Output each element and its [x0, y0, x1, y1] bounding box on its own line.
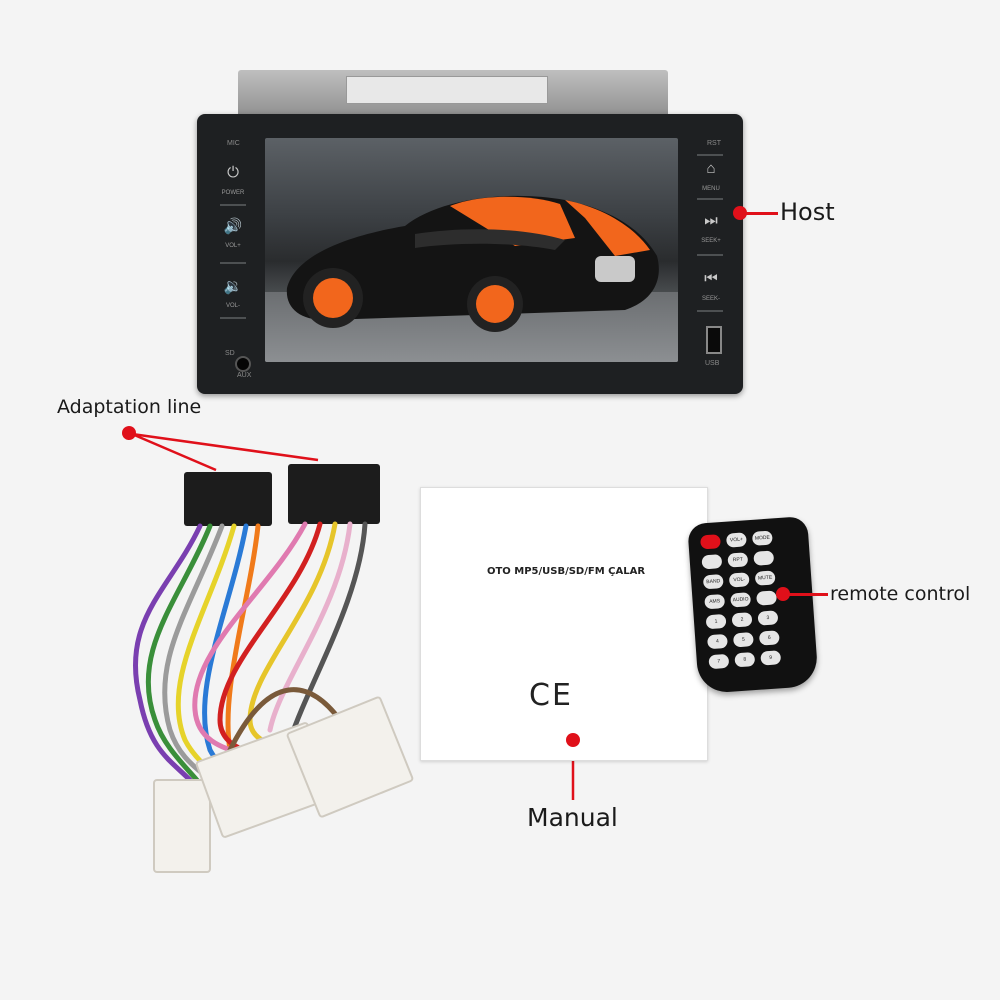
remote-control: VOL+ MODE RPT SEL BAND VOL- MUTE AMS AUD… [687, 516, 819, 694]
remote-key[interactable] [756, 590, 778, 606]
remote-key[interactable]: MUTE [754, 570, 776, 586]
aux-jack[interactable] [235, 356, 251, 372]
divider [697, 254, 723, 256]
remote-key[interactable] [753, 550, 775, 566]
divider [220, 317, 246, 319]
vol-up-label: VOL+ [225, 243, 241, 249]
remote-key[interactable] [701, 554, 723, 570]
remote-key[interactable]: 9 [760, 650, 782, 666]
power-icon: ⏻ [227, 164, 239, 181]
remote-key[interactable]: AUDIO [730, 592, 752, 608]
remote-power-key[interactable] [700, 534, 721, 550]
host-chassis [238, 70, 668, 122]
menu-button[interactable]: ⌂ MENU [695, 160, 727, 210]
remote-key[interactable]: VOL- [728, 572, 750, 588]
remote-key[interactable]: 8 [734, 652, 756, 668]
menu-label: MENU [702, 186, 720, 192]
display-screen[interactable] [265, 138, 678, 362]
remote-key[interactable]: 6 [758, 630, 780, 646]
manual-title: OTO MP5/USB/SD/FM ÇALAR [486, 566, 646, 577]
seek-plus-label: SEEK+ [701, 238, 721, 244]
sd-label: SD [225, 350, 235, 357]
skip-back-icon: ⏮ [704, 270, 718, 287]
usb-label: USB [705, 360, 720, 367]
ce-mark: CE [529, 678, 573, 713]
remote-key[interactable]: 5 [732, 632, 754, 648]
home-icon: ⌂ [706, 160, 716, 177]
host-label: Host [780, 198, 835, 226]
remote-key[interactable]: 3 [757, 610, 779, 626]
volume-down-button[interactable]: 🔉 VOL- [217, 277, 249, 327]
chassis-sticker [346, 76, 548, 104]
remote-callout-dot [776, 587, 790, 601]
remote-key[interactable]: 2 [731, 612, 753, 628]
divider [697, 310, 723, 312]
divider [697, 198, 723, 200]
remote-key[interactable]: MODE [751, 530, 773, 546]
remote-key[interactable]: 1 [705, 613, 727, 630]
power-label: POWER [221, 190, 245, 196]
manual-callout-dot [566, 733, 580, 747]
aux-label: AUX [237, 372, 252, 379]
adaptation-callout-dot [122, 426, 136, 440]
remote-key[interactable]: 4 [707, 633, 728, 650]
remote-key[interactable]: VOL+ [725, 532, 747, 548]
vol-down-label: VOL- [225, 303, 240, 309]
adaptation-line-label: Adaptation line [57, 396, 202, 418]
usb-port-icon[interactable] [706, 326, 722, 354]
volume-up-button[interactable]: 🔊 VOL+ [217, 217, 249, 267]
remote-key[interactable]: RPT SEL [727, 552, 749, 577]
mic-label: MIC [227, 140, 240, 147]
user-manual: OTO MP5/USB/SD/FM ÇALAR CE [420, 487, 708, 761]
manual-label: Manual [527, 803, 618, 832]
remote-key[interactable]: BAND [702, 574, 724, 590]
volume-down-icon: 🔉 [223, 278, 243, 295]
remote-control-label: remote control [830, 583, 971, 605]
remote-key[interactable]: 7 [708, 653, 730, 670]
power-button[interactable]: ⏻ POWER [217, 164, 249, 214]
seek-forward-button[interactable]: ⏭ SEEK+ [695, 212, 727, 262]
skip-forward-icon: ⏭ [704, 212, 718, 229]
remote-key[interactable]: AMS [704, 593, 726, 610]
host-callout-line [744, 212, 778, 215]
volume-up-icon: 🔊 [223, 218, 243, 235]
divider [220, 262, 246, 264]
seek-minus-label: SEEK- [701, 296, 720, 302]
sports-car-image [286, 195, 659, 332]
remote-callout-line [788, 593, 828, 596]
rst-label: RST [707, 140, 721, 147]
host-callout-dot [733, 206, 747, 220]
wiring-harness [133, 464, 414, 873]
divider [697, 154, 723, 156]
divider [220, 204, 246, 206]
seek-back-button[interactable]: ⏮ SEEK- [695, 270, 727, 320]
